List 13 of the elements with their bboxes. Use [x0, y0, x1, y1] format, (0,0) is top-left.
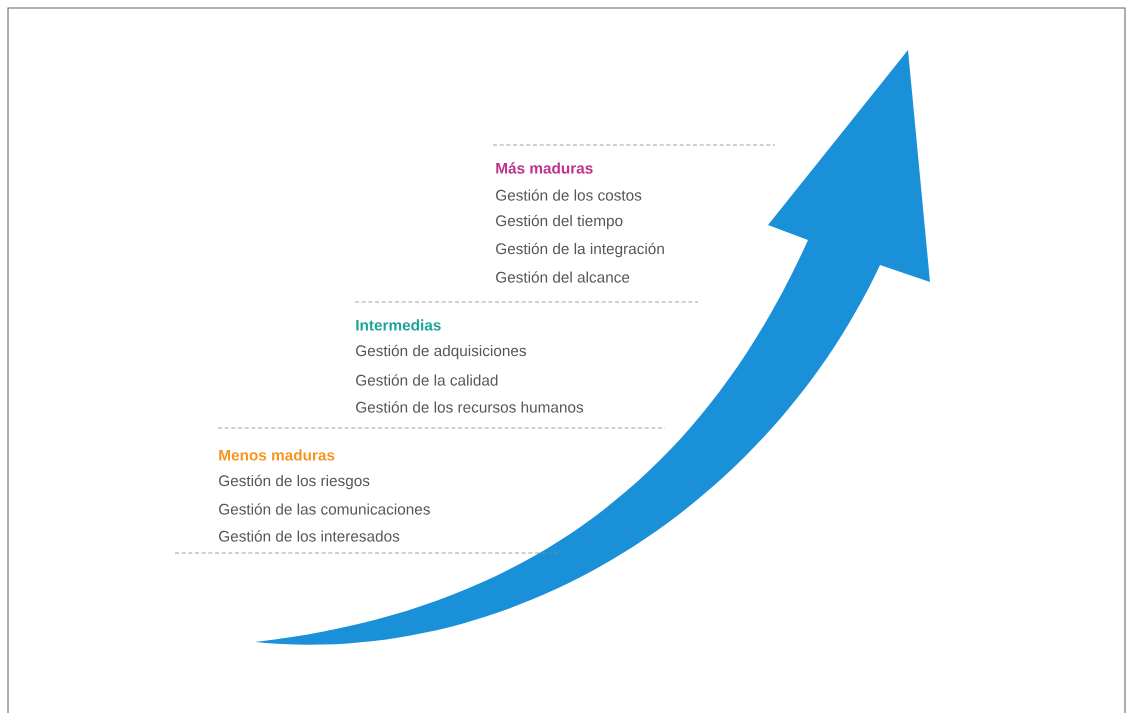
list-item: Gestión de la calidad: [356, 374, 498, 386]
group-heading: Intermedias: [356, 319, 441, 331]
list-item: Gestión de los recursos humanos: [356, 401, 584, 413]
group-heading: Menos maduras: [219, 449, 335, 461]
list-item: Gestión de las comunicaciones: [219, 503, 430, 515]
list-item: Gestión de la integración: [496, 242, 664, 258]
list-item: Gestión de los interesados: [219, 530, 400, 542]
list-item: Gestión de los riesgos: [219, 474, 370, 490]
list-item: Gestión de los costos: [496, 189, 642, 201]
list-item: Gestión de adquisiciones: [356, 344, 526, 360]
list-item: Gestión del tiempo: [496, 214, 623, 230]
group-heading: Más maduras: [496, 162, 593, 174]
list-item: Gestión del alcance: [496, 271, 630, 283]
